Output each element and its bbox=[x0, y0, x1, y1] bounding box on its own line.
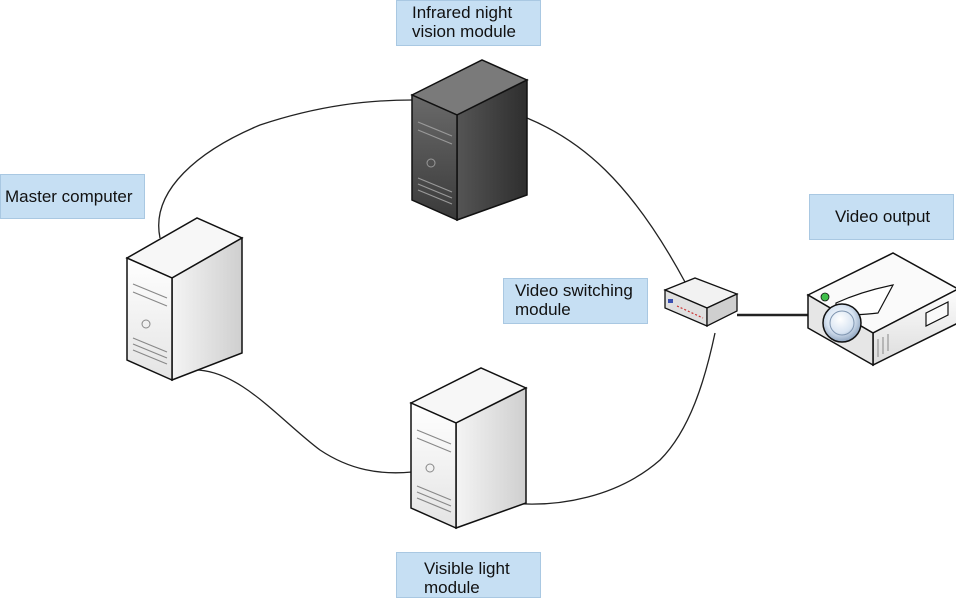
label-master-computer: Master computer bbox=[0, 174, 145, 219]
label-video-output: Video output bbox=[809, 194, 954, 240]
network-switch-icon bbox=[663, 277, 739, 328]
infrared-server-icon bbox=[410, 59, 529, 222]
label-video-switching-module: Video switching module bbox=[503, 278, 648, 324]
link-visible-to-switch bbox=[499, 332, 716, 505]
master-server-icon bbox=[125, 217, 244, 382]
connection-lines bbox=[158, 99, 810, 505]
link-infrared-to-switch bbox=[526, 117, 686, 283]
projector-icon bbox=[806, 252, 956, 367]
link-master-to-visible bbox=[194, 369, 413, 474]
label-infrared-night-vision-module: Infrared night vision module bbox=[396, 0, 541, 46]
label-visible-light-module: Visible light module bbox=[396, 552, 541, 598]
visible-light-server-icon bbox=[409, 367, 528, 530]
link-master-to-infrared bbox=[158, 99, 413, 239]
